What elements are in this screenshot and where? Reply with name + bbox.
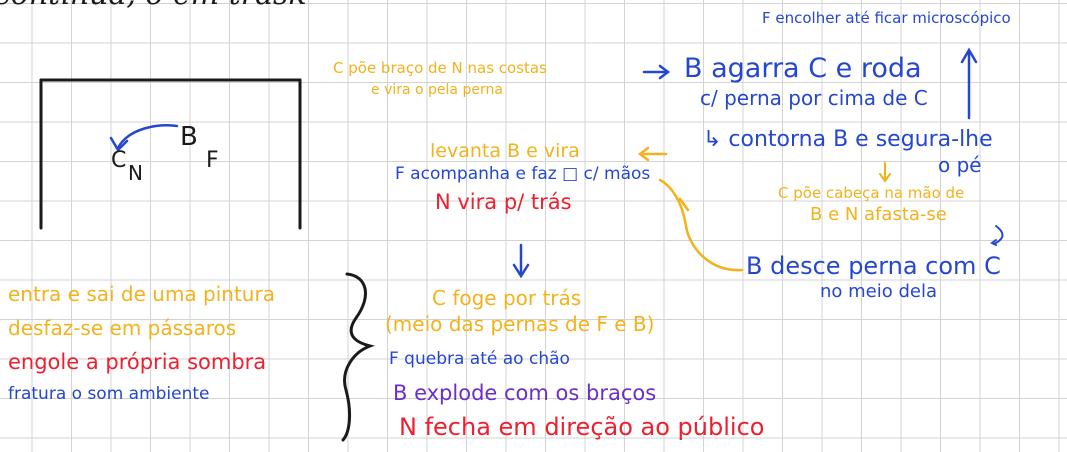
note-c-poe: C põe cabeça na mão de [778,184,965,202]
note-c-foge-2: (meio das pernas de F e B) [385,312,655,336]
arrow-down-c-foge [512,243,530,279]
note-c-poe-2: B e N afasta-se [810,204,947,225]
note-b-agarra: B agarra C e roda [684,53,922,84]
arrow-to-vira [637,146,668,162]
note-b-desce: B desce perna com C [746,252,1001,280]
arrow-to-b-agarra [642,64,671,80]
note-c-arm-2: e vira o pela perna [371,82,503,98]
header-fragment: contínua, o em trask [0,0,307,10]
stage-outline [39,78,302,230]
note-levanta: levanta B e vira [430,140,580,162]
list-item: fratura o som ambiente [8,384,210,404]
note-b-desce-2: no meio dela [820,281,938,302]
curly-brace [341,272,376,442]
curve-b-desce [658,178,744,272]
note-n-vira: N vira p/ trás [435,190,572,214]
arrow-up-microscopic [960,47,978,120]
note-contorna-2: o pé [938,153,982,177]
arrow-small-down [879,162,891,183]
curly-arrow [990,225,1004,246]
list-item: engole a própria sombra [8,350,267,374]
note-f-quebra: F quebra até ao chão [389,349,570,369]
list-item: desfaz-se em pássaros [8,316,237,340]
note-b-explode: B explode com os braços [393,381,657,405]
note-b-agarra-2: c/ perna por cima de C [700,86,928,110]
stage-arrow [109,124,179,153]
stage-letter-b: B [180,122,198,152]
note-microscopic: F encolher até ficar microscópico [762,9,1011,27]
note-c-arm: C põe braço de N nas costas [333,59,547,77]
stage-letter-f: F [206,148,219,173]
stage-letter-c: C [111,148,127,173]
list-item: entra e sai de uma pintura [8,282,275,306]
note-n-fecha: N fecha em direção ao público [399,413,765,441]
stage-letter-n: N [128,161,143,185]
note-c-foge: C foge por trás [432,286,582,310]
note-f-acompanha: F acompanha e faz □ c/ mãos [395,164,651,184]
note-contorna: ↳ contorna B e segura-lhe [703,127,993,152]
